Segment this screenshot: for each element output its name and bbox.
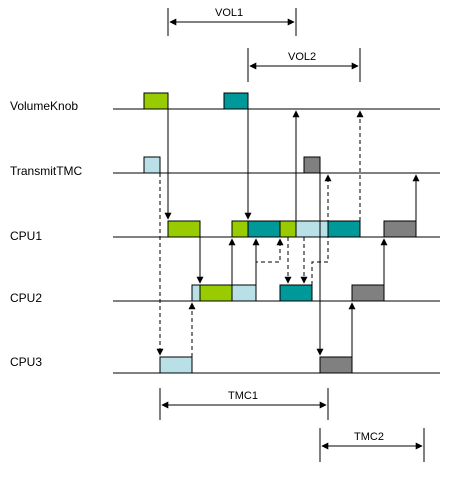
cpu1-task-6 [327,220,361,238]
lane-label-volume-knob: VolumeKnob [10,99,78,113]
lane-label-cpu2: CPU2 [10,291,42,305]
lane-label-cpu3: CPU3 [10,355,42,369]
lane-label-cpu1: CPU1 [10,229,42,243]
cpu2-task-2 [199,284,233,302]
interval-vol1: VOL1 [167,7,297,36]
interval-label-tmc1: TMC1 [228,390,258,402]
cpu3-task-1 [159,356,193,374]
cpu1-task-7 [383,220,417,238]
cpu2-task-1 [191,284,201,302]
interval-tmc2: TMC2 [319,428,425,462]
dashed-cpu2-to-cpu1 [255,238,284,285]
cpu3-task-2 [319,356,353,374]
dashed-cpu2-to-transmit [311,174,332,285]
volume-knob-event-2 [223,92,249,110]
cpu2-task-5 [351,284,385,302]
interval-label-vol1: VOL1 [215,7,243,19]
transmit-tmc-event-2 [303,156,321,174]
cpu1-task-2 [231,220,249,238]
interval-vol2: VOL2 [247,48,361,82]
cpu1-task-4 [279,220,297,238]
interval-label-tmc2: TMC2 [354,431,384,443]
interval-label-vol2: VOL2 [288,51,316,63]
cpu1-task-1 [167,220,201,238]
solid-arrows [164,109,420,357]
cpu1-task-3 [247,220,281,238]
interval-tmc1: TMC1 [159,388,329,420]
cpu2-task-4 [279,284,313,302]
cpu2-task-3 [231,284,257,302]
cpu1-task-5 [295,220,329,238]
dashed-arrows [156,110,364,357]
transmit-tmc-event-1 [143,156,161,174]
volume-knob-event-1 [143,92,169,110]
lane-label-transmit-tmc: TransmitTMC [10,164,83,178]
